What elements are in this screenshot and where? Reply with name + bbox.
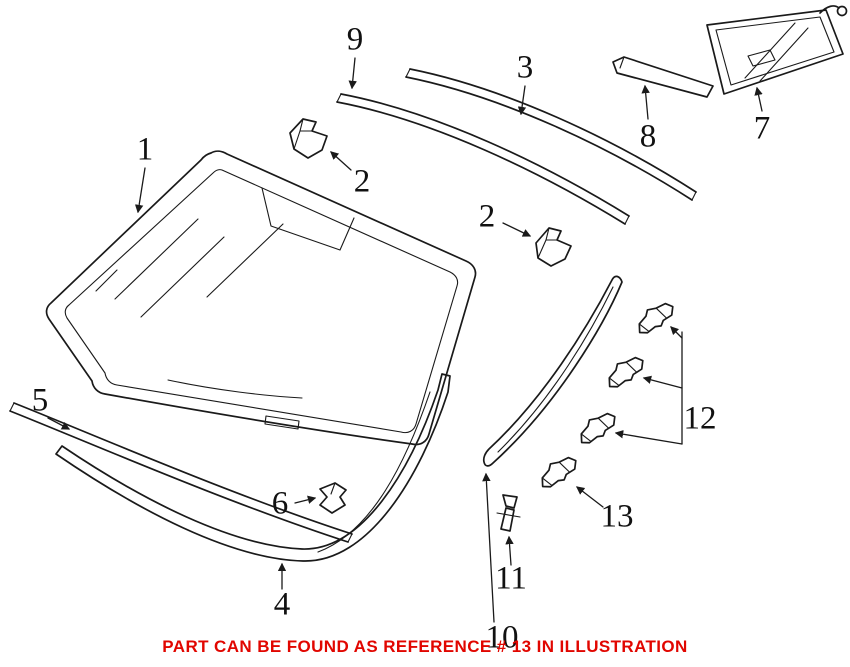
part-label-2: 2 [353,163,371,200]
part-label-4: 4 [273,586,291,623]
part-13-clip [533,449,582,494]
part-label-3: 3 [516,49,534,86]
part-5-lower-reveal-strip [9,402,353,543]
part-12-clip-a [630,295,679,340]
leader-5 [47,417,71,430]
part-4-lower-molding [55,373,451,562]
leader-11 [505,535,514,566]
leader-12-c [614,430,683,445]
leader-12-a [670,326,683,339]
part-10-side-molding [482,275,623,467]
part-label-5: 5 [31,382,49,419]
part-1-windshield-glass [45,150,477,446]
part-label-13: 13 [600,498,634,535]
part-label-6: 6 [271,485,289,522]
leader-7 [754,86,763,112]
part-2-clip-left [289,118,328,159]
leader-12-b [642,375,683,389]
leader-2-right [502,222,532,237]
part-label-9: 9 [346,21,364,58]
part-2-clip-right [535,227,572,267]
part-7-rearview-mirror [706,5,848,95]
part-6-clip [319,482,347,514]
part-12-clip-b [600,349,649,394]
reference-note: PART CAN BE FOUND AS REFERENCE # 13 IN I… [162,637,688,656]
leader-10 [482,472,495,623]
leader-lines [47,57,763,623]
part-9-reveal-molding [336,93,630,225]
part-8-mirror-cover [612,56,714,98]
part-label-2: 2 [478,198,496,235]
leader-13 [575,486,604,508]
leader-2-left [330,151,352,171]
leader-9 [348,57,357,90]
part-12-clip-c [572,405,621,450]
part-11-clip [496,494,521,532]
part-label-7: 7 [753,110,771,147]
leader-6 [294,495,317,504]
part-label-1: 1 [136,131,154,168]
part-label-8: 8 [639,118,657,155]
part-label-10: 10 [485,619,519,656]
part-3-upper-molding [405,68,697,201]
part-label-12: 12 [683,400,717,437]
part-label-11: 11 [495,560,527,597]
leader-8 [641,84,650,120]
leader-1 [134,167,146,214]
leader-3 [517,85,527,116]
